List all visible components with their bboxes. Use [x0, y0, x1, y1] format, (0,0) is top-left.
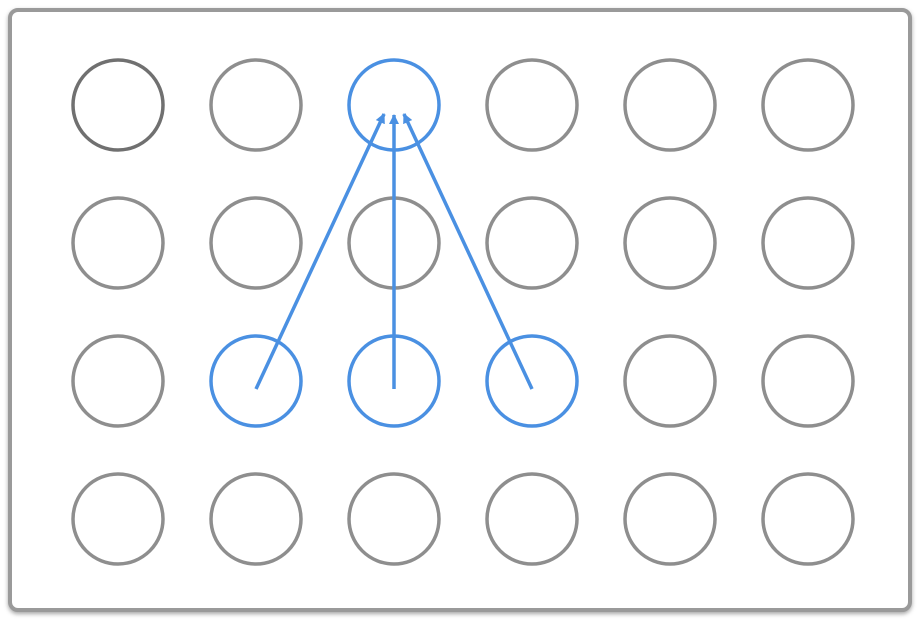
well-r4-c3: [347, 472, 441, 566]
well-r2-c1: [71, 196, 165, 290]
highlighted-well-r3-c2: [209, 334, 303, 428]
transfer-arrow-1: [254, 113, 386, 390]
well-r3-c5: [623, 334, 717, 428]
well-r2-c6: [761, 196, 855, 290]
well-r1-c5: [623, 58, 717, 152]
well-r4-c4: [485, 472, 579, 566]
well-r3-c1: [71, 334, 165, 428]
well-r4-c6: [761, 472, 855, 566]
well-r1-c1: [71, 58, 165, 152]
well-r4-c5: [623, 472, 717, 566]
highlighted-well-r3-c4: [485, 334, 579, 428]
well-r2-c5: [623, 196, 717, 290]
transfer-arrows-group: [254, 113, 534, 390]
transfer-arrow-3: [402, 113, 534, 390]
wells-group: [71, 58, 855, 566]
well-r1-c2: [209, 58, 303, 152]
well-r2-c2: [209, 196, 303, 290]
well-r4-c2: [209, 472, 303, 566]
well-r3-c6: [761, 334, 855, 428]
well-r1-c6: [761, 58, 855, 152]
well-r4-c1: [71, 472, 165, 566]
well-r2-c4: [485, 196, 579, 290]
well-plate-frame: [8, 8, 912, 612]
well-r1-c4: [485, 58, 579, 152]
